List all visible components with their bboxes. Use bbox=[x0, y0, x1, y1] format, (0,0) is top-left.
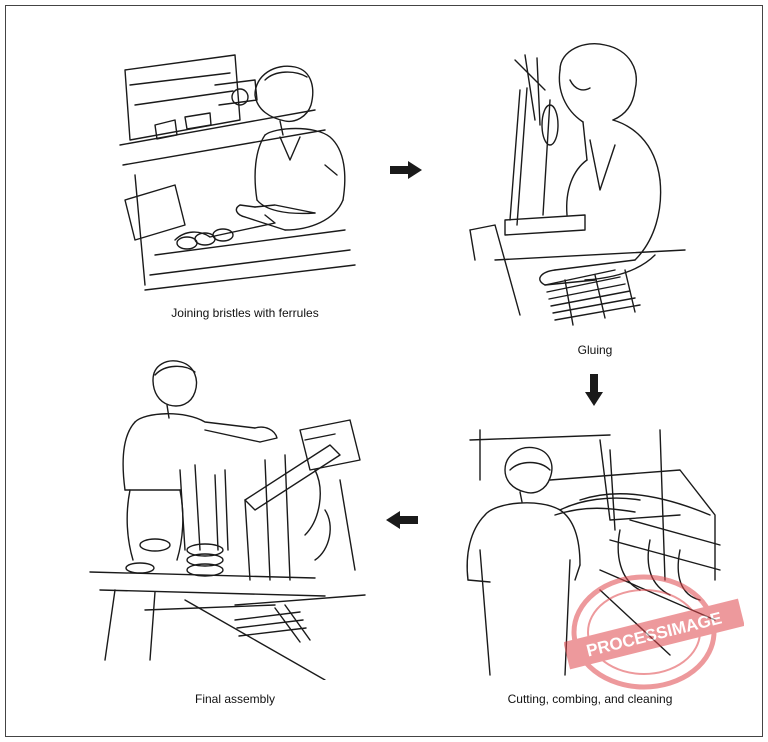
panel-gluing bbox=[465, 30, 725, 330]
diagram-frame bbox=[5, 5, 763, 737]
panel-final-assembly bbox=[85, 350, 375, 680]
arrow-left-icon bbox=[384, 510, 420, 535]
illustration-final-assembly bbox=[89, 360, 366, 680]
caption-gluing: Gluing bbox=[577, 343, 613, 357]
watermark-stamp: PROCESSIMAGE bbox=[563, 572, 745, 692]
illustration-gluing bbox=[469, 43, 686, 326]
caption-joining: Joining bristles with ferrules bbox=[171, 306, 319, 320]
panel-joining bbox=[115, 25, 375, 300]
caption-final-assembly: Final assembly bbox=[194, 692, 276, 706]
arrow-right-icon bbox=[388, 160, 424, 185]
caption-cutting: Cutting, combing, and cleaning bbox=[507, 692, 673, 706]
illustration-joining bbox=[119, 54, 356, 291]
arrow-down-icon bbox=[584, 372, 604, 413]
